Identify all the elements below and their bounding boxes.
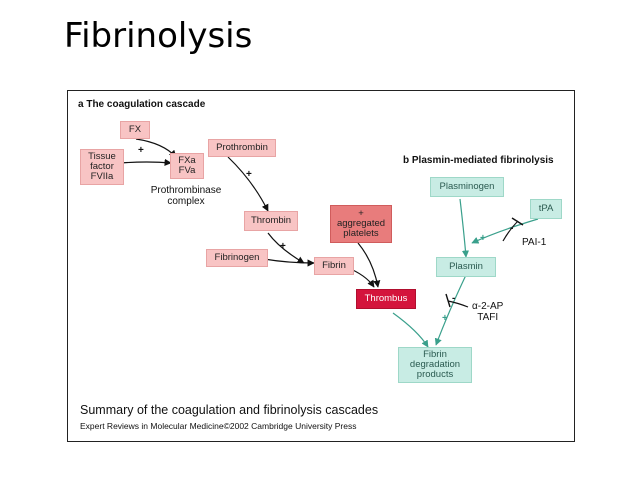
plus-sign-prothrombin: + (246, 169, 252, 180)
node-thrombus: Thrombus (356, 289, 416, 309)
arrow-tpa-to-plasmin (471, 218, 539, 244)
minus-sign-pai1: - (510, 223, 514, 234)
panel-b-title: b Plasmin-mediated fibrinolysis (403, 155, 554, 166)
arrow-fibrinogen-to-fibrin (263, 258, 315, 267)
node-fx: FX (120, 121, 150, 139)
arrows-layer (119, 138, 539, 348)
inhibit-a2ap-bar (445, 293, 451, 308)
label-pai1: PAI-1 (522, 237, 547, 248)
node-fibrinogen: Fibrinogen (206, 249, 268, 267)
plus-sign-thrombin: + (280, 241, 286, 252)
figure-panel: a The coagulation cascade b Plasmin-medi… (67, 90, 575, 442)
plus-sign-fx: + (138, 145, 144, 156)
figure-credit: Expert Reviews in Molecular Medicine©200… (80, 421, 357, 431)
plus-sign-plasmin: + (442, 313, 448, 324)
arrow-plasmin-to-fdp (434, 274, 467, 346)
node-fibrin: Fibrin (314, 257, 354, 275)
figure-caption: Summary of the coagulation and fibrinoly… (80, 403, 379, 417)
plus-sign-tpa: + (480, 233, 486, 244)
inhibit-pai1 (502, 220, 519, 242)
node-plasminogen: Plasminogen (430, 177, 504, 197)
node-tpa: tPA (530, 199, 562, 219)
minus-sign-a2ap: - (452, 293, 456, 304)
arrow-tf-to-fxa (119, 158, 172, 167)
inhibit-a2ap (447, 300, 469, 308)
slide-title: Fibrinolysis (64, 16, 253, 56)
arrow-thrombin-to-fibrin (267, 232, 305, 264)
node-plasmin: Plasmin (436, 257, 496, 277)
arrow-plasminogen-to-plasmin (459, 198, 470, 258)
node-prothrombin: Prothrombin (208, 139, 276, 157)
arrow-prothrombin-to-thrombin (227, 156, 269, 212)
arrow-platelets-to-thrombus (357, 242, 381, 288)
arrow-thrombus-to-fdp (392, 312, 429, 348)
inhibit-pai1-bar (511, 217, 524, 226)
panel-a-title: a The coagulation cascade (78, 99, 206, 110)
node-thrombin: Thrombin (244, 211, 298, 231)
